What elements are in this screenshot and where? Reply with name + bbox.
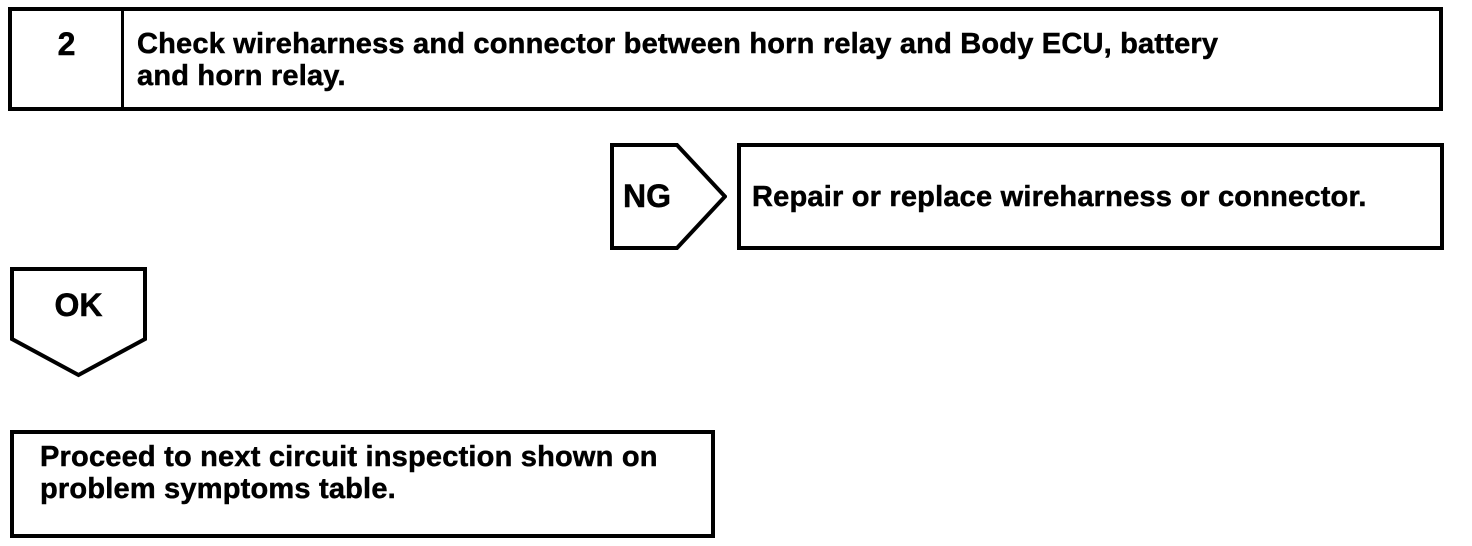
ng-arrow-shape <box>610 143 727 250</box>
ok-arrow-shape <box>10 267 147 378</box>
ok-action-text: Proceed to next circuit inspection shown… <box>40 441 658 506</box>
ng-action-box: Repair or replace wireharness or connect… <box>737 143 1444 250</box>
ng-action-text: Repair or replace wireharness or connect… <box>752 180 1367 213</box>
ng-connector-label: NG <box>623 178 672 215</box>
ok-connector-label: OK <box>54 286 103 323</box>
ok-connector: OK <box>10 267 147 378</box>
step-number: 2 <box>57 26 76 62</box>
step-number-cell: 2 <box>12 11 124 107</box>
ng-connector: NG <box>610 143 727 250</box>
ok-action-box: Proceed to next circuit inspection shown… <box>10 430 715 538</box>
step-box: 2 Check wireharness and connector betwee… <box>8 7 1443 111</box>
step-instruction-text: Check wireharness and connector between … <box>137 28 1219 93</box>
